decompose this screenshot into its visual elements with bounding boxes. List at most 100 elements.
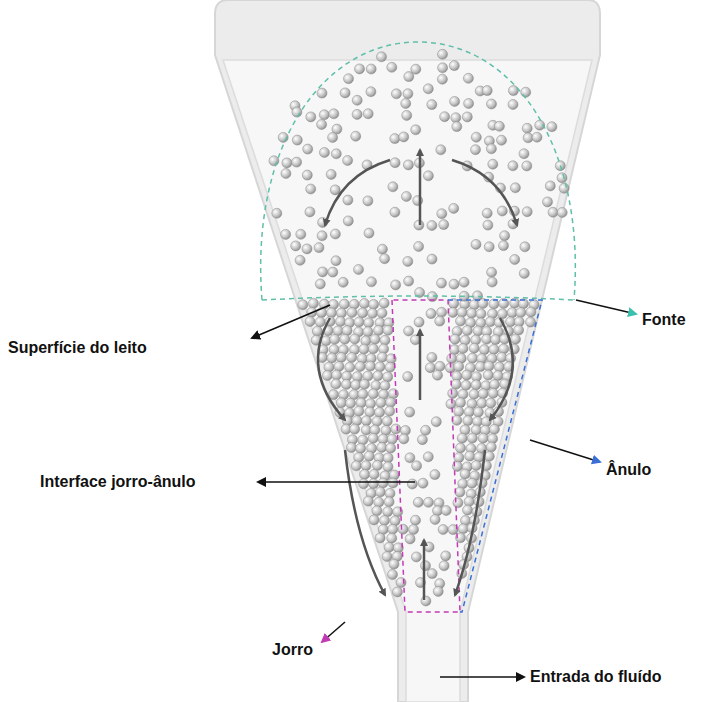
particle bbox=[380, 516, 390, 526]
particle bbox=[377, 352, 387, 362]
particle bbox=[305, 207, 315, 217]
particle bbox=[388, 524, 398, 534]
particle bbox=[418, 478, 428, 488]
particle bbox=[519, 149, 529, 159]
particle bbox=[482, 86, 492, 96]
particle bbox=[484, 361, 494, 371]
particle bbox=[458, 344, 468, 354]
particle bbox=[403, 256, 413, 266]
particle bbox=[453, 498, 463, 508]
particle bbox=[364, 318, 374, 328]
particle bbox=[380, 254, 390, 264]
particle bbox=[363, 496, 373, 506]
particle bbox=[439, 220, 449, 230]
particle bbox=[511, 334, 521, 344]
particle bbox=[427, 254, 437, 264]
particle bbox=[437, 278, 447, 288]
particle bbox=[363, 109, 373, 119]
particle bbox=[355, 64, 365, 74]
particle bbox=[269, 156, 279, 166]
particle bbox=[494, 121, 504, 131]
particle bbox=[411, 552, 421, 562]
particle bbox=[358, 389, 368, 399]
particle bbox=[478, 433, 488, 443]
particle bbox=[376, 398, 386, 408]
particle bbox=[437, 74, 447, 84]
particle bbox=[447, 354, 457, 364]
particle bbox=[486, 398, 496, 408]
particle bbox=[500, 231, 510, 241]
particle bbox=[308, 298, 318, 308]
particle bbox=[306, 112, 316, 122]
particle bbox=[332, 370, 342, 380]
particle bbox=[383, 462, 393, 472]
particle bbox=[303, 144, 313, 154]
flow-arrows bbox=[318, 150, 517, 600]
particle bbox=[479, 345, 489, 355]
particle bbox=[423, 497, 433, 507]
particle bbox=[491, 335, 501, 345]
particle bbox=[355, 362, 365, 372]
particle bbox=[399, 434, 409, 444]
particle bbox=[383, 453, 393, 463]
particle bbox=[317, 120, 327, 130]
particle bbox=[330, 185, 340, 195]
particle bbox=[375, 362, 385, 372]
particle bbox=[404, 276, 414, 286]
particle bbox=[401, 192, 411, 202]
particle bbox=[372, 460, 382, 470]
particle bbox=[331, 149, 341, 159]
particle bbox=[346, 443, 356, 453]
particle bbox=[331, 256, 341, 266]
particle bbox=[417, 435, 427, 445]
particle bbox=[545, 181, 555, 191]
particle bbox=[295, 255, 305, 265]
particle bbox=[344, 74, 354, 84]
particle bbox=[460, 469, 470, 479]
particle bbox=[526, 317, 536, 327]
particle bbox=[402, 110, 412, 120]
particle bbox=[473, 407, 483, 417]
particle bbox=[387, 533, 397, 543]
particle bbox=[360, 379, 370, 389]
particle bbox=[548, 207, 558, 217]
particle bbox=[456, 316, 466, 326]
particle bbox=[487, 267, 497, 277]
particle bbox=[375, 407, 385, 417]
particle bbox=[314, 243, 324, 253]
particle bbox=[454, 453, 464, 463]
particle bbox=[523, 133, 533, 143]
particle bbox=[401, 99, 411, 109]
particle bbox=[461, 380, 471, 390]
particle bbox=[456, 443, 466, 453]
particle bbox=[483, 370, 493, 380]
particle bbox=[411, 125, 421, 135]
particle bbox=[469, 343, 479, 353]
particle bbox=[354, 265, 364, 275]
particle bbox=[441, 506, 451, 516]
particle bbox=[319, 110, 329, 120]
particle bbox=[330, 334, 340, 344]
particle bbox=[510, 183, 520, 193]
particle bbox=[328, 133, 338, 143]
particle bbox=[448, 388, 458, 398]
particle bbox=[487, 277, 497, 287]
particle bbox=[403, 372, 413, 382]
particle bbox=[382, 416, 392, 426]
particle bbox=[386, 443, 396, 453]
particle bbox=[452, 122, 462, 132]
particle bbox=[383, 325, 393, 335]
particle bbox=[363, 196, 373, 206]
particle bbox=[302, 244, 312, 254]
particle bbox=[364, 228, 374, 238]
particle bbox=[386, 397, 396, 407]
particle bbox=[398, 524, 408, 534]
particle bbox=[543, 197, 553, 207]
particle bbox=[457, 433, 467, 443]
particle bbox=[522, 207, 532, 217]
particle bbox=[343, 216, 353, 226]
particle bbox=[421, 561, 431, 571]
particle bbox=[315, 279, 325, 289]
particle bbox=[469, 389, 479, 399]
particle bbox=[489, 424, 499, 434]
